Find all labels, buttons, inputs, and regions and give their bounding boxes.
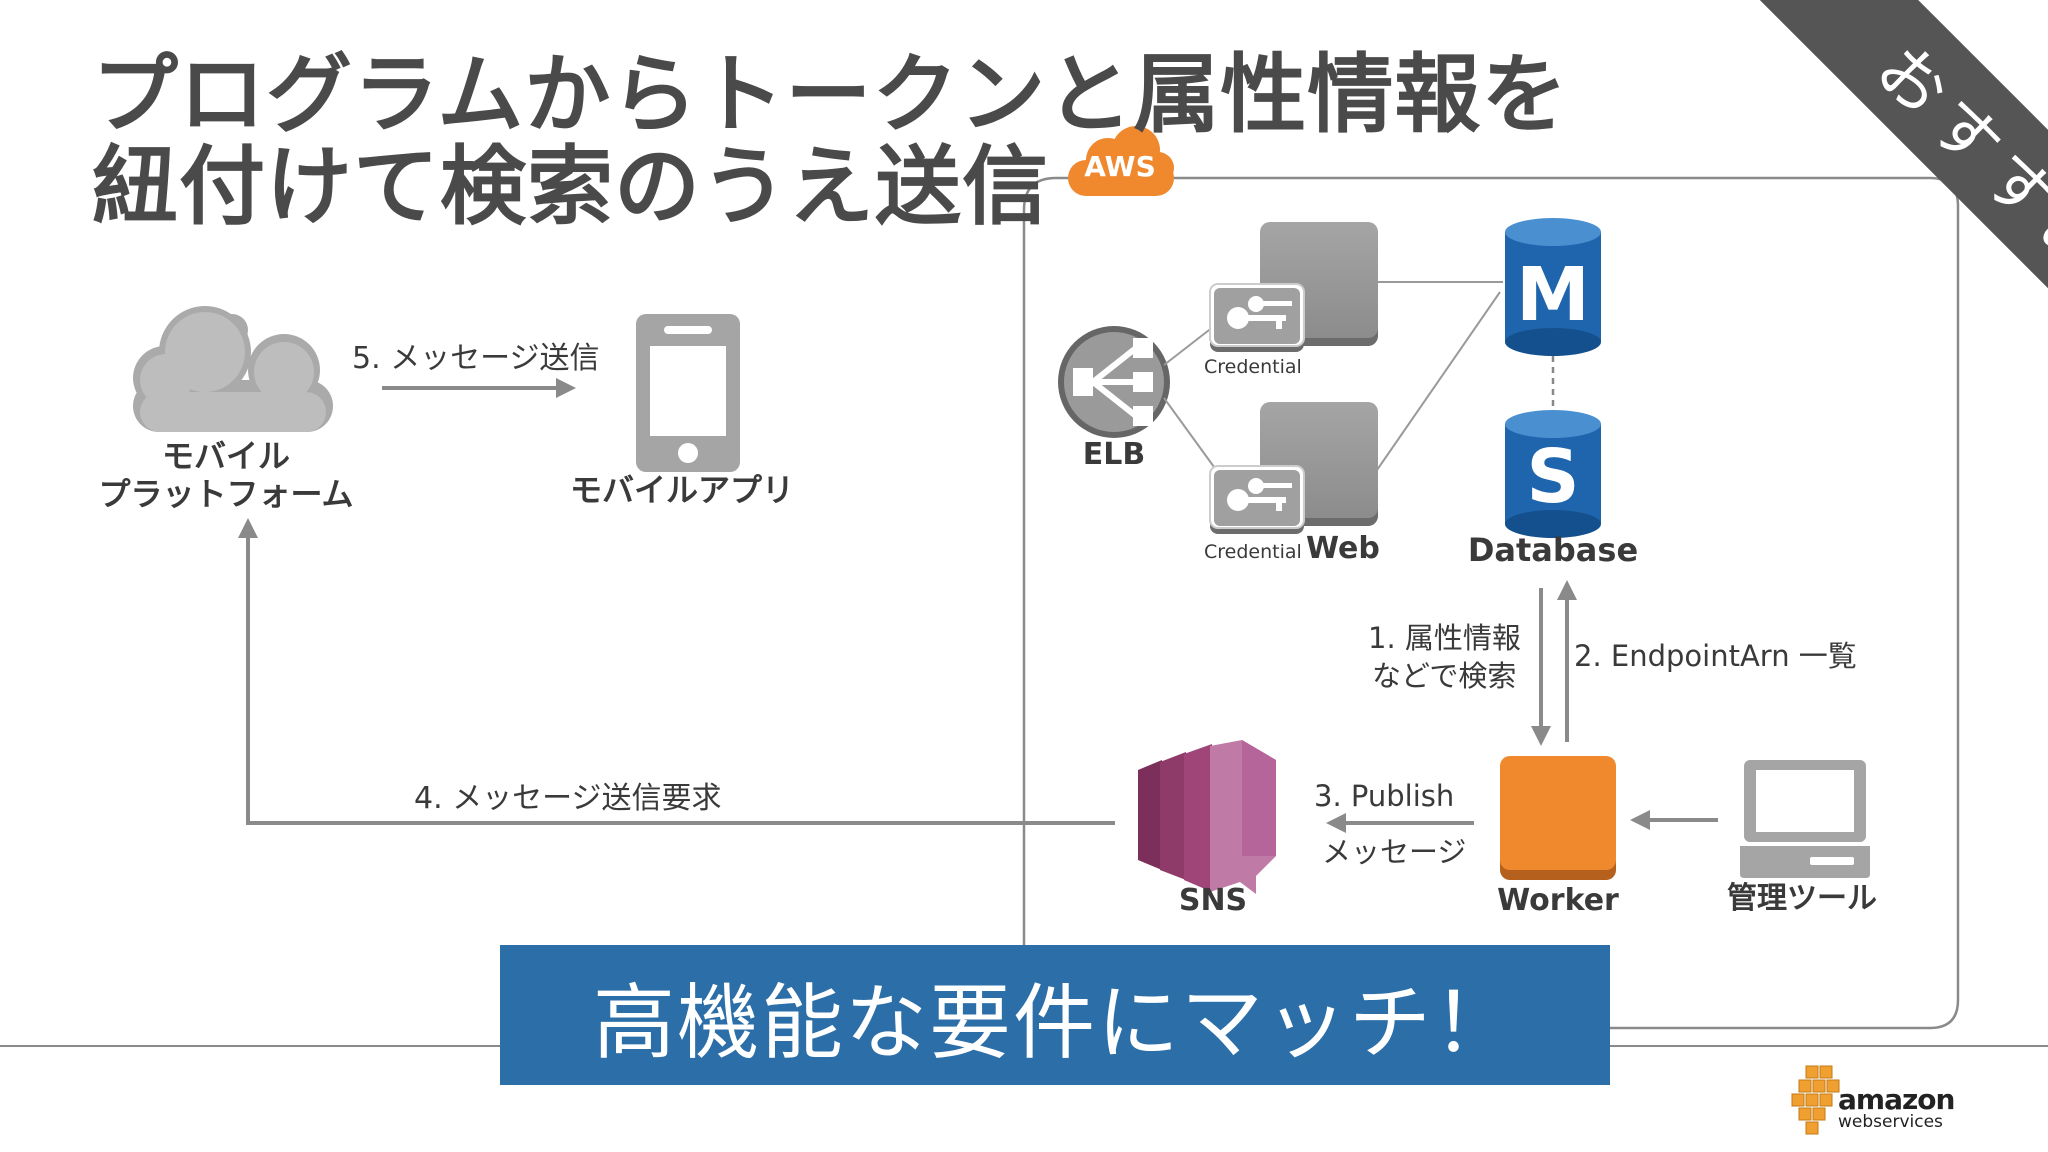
step3-label-line1: 3. Publish (1314, 779, 1455, 813)
smartphone-icon (636, 314, 740, 472)
step1-label-line1: 1. 属性情報 (1368, 621, 1521, 655)
step5-label: 5. メッセージ送信 (352, 341, 600, 376)
highlight-banner: 高機能な要件にマッチ！ (500, 945, 1610, 1085)
mobile-platform-label-line2: プラットフォーム (98, 475, 354, 513)
database-label: Database (1467, 531, 1639, 569)
sns-icon (1138, 740, 1276, 894)
aws-badge-label: AWS (1084, 150, 1156, 183)
mobile-app-label: モバイルアプリ (569, 471, 795, 509)
step3-label-line2: メッセージ (1322, 835, 1467, 869)
worker-instance-icon (1500, 756, 1616, 880)
credential-top-label: Credential (1204, 356, 1302, 378)
step2-label: 2. EndpointArn 一覧 (1574, 639, 1857, 673)
db-m-letter: M (1516, 252, 1590, 338)
key-icon (1209, 283, 1305, 352)
page-title-line2: 紐付けて検索のうえ送信 (92, 137, 1049, 237)
arrow-step4 (238, 518, 1115, 825)
db-s-letter: S (1526, 434, 1580, 520)
mobile-platform-label-line1: モバイル (161, 437, 291, 475)
aws-logo-subtext: webservices (1838, 1112, 1943, 1132)
network-links (1163, 281, 1503, 479)
step4-label: 4. メッセージ送信要求 (414, 781, 722, 816)
page-title-line1: プログラムからトークンと属性情報を (92, 45, 1569, 145)
admin-tool-label: 管理ツール (1727, 881, 1877, 916)
sns-label: SNS (1178, 883, 1248, 918)
aws-cloud-badge (1068, 126, 1174, 196)
credential-bottom-label: Credential (1204, 541, 1302, 563)
key-icon (1209, 465, 1305, 534)
aws-logo-wordmark: amazon (1838, 1083, 1955, 1116)
load-balancer-icon (1058, 326, 1170, 438)
database-icon (1505, 218, 1601, 538)
worker-label: Worker (1497, 883, 1619, 918)
cloud-icon (133, 306, 333, 432)
web-label: Web (1306, 531, 1380, 566)
aws-badge: AWS (1068, 136, 1172, 198)
aws-logo-boxes (1791, 1065, 1840, 1135)
highlight-banner-label: 高機能な要件にマッチ！ (592, 975, 1517, 1071)
elb-label: ELB (1082, 437, 1146, 472)
laptop-icon (1740, 760, 1870, 878)
step1-label-line2: などで検索 (1372, 659, 1517, 693)
